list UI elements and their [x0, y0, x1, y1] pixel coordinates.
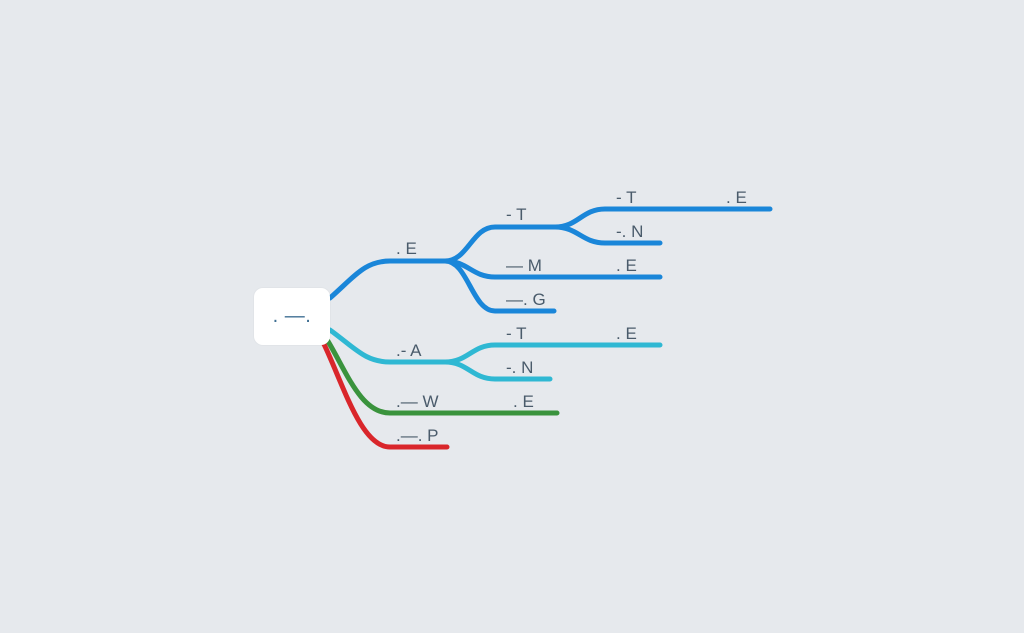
branch-A-to-N	[442, 359, 553, 382]
node-label-A[interactable]: .- A	[396, 341, 422, 360]
branch-T-to-TT	[552, 206, 773, 230]
branch-E-to-G	[442, 258, 557, 314]
branch-root-to-W	[323, 335, 560, 416]
node-label-AN[interactable]: -. N	[506, 358, 533, 377]
node-label-EG[interactable]: —. G	[506, 290, 546, 309]
node-label-WE[interactable]: . E	[513, 392, 534, 411]
node-label-AT[interactable]: - T	[506, 324, 526, 343]
node-label-ET[interactable]: - T	[506, 205, 526, 224]
branch-root-to-E	[327, 258, 448, 301]
root-node[interactable]: . —.	[254, 288, 330, 345]
node-label-ETT[interactable]: - T	[616, 188, 636, 207]
branch-T-to-N	[552, 224, 663, 246]
node-label-ETTE[interactable]: . E	[726, 188, 747, 207]
node-label-W[interactable]: .— W	[396, 392, 439, 411]
root-node-label: . —.	[272, 305, 312, 327]
node-labels: . E - T - T . E -. N — M . E —. G .- A -…	[396, 188, 747, 445]
node-label-P[interactable]: .—. P	[396, 426, 439, 445]
branch-root-to-P	[319, 337, 450, 450]
branch-lines	[319, 206, 773, 450]
node-label-EM[interactable]: — M	[506, 256, 542, 275]
node-label-E[interactable]: . E	[396, 239, 417, 258]
node-label-ATE[interactable]: . E	[616, 324, 637, 343]
branch-A-to-T	[442, 342, 663, 365]
node-label-EME[interactable]: . E	[616, 256, 637, 275]
node-label-ETN[interactable]: -. N	[616, 222, 643, 241]
branch-root-to-A	[327, 327, 448, 365]
